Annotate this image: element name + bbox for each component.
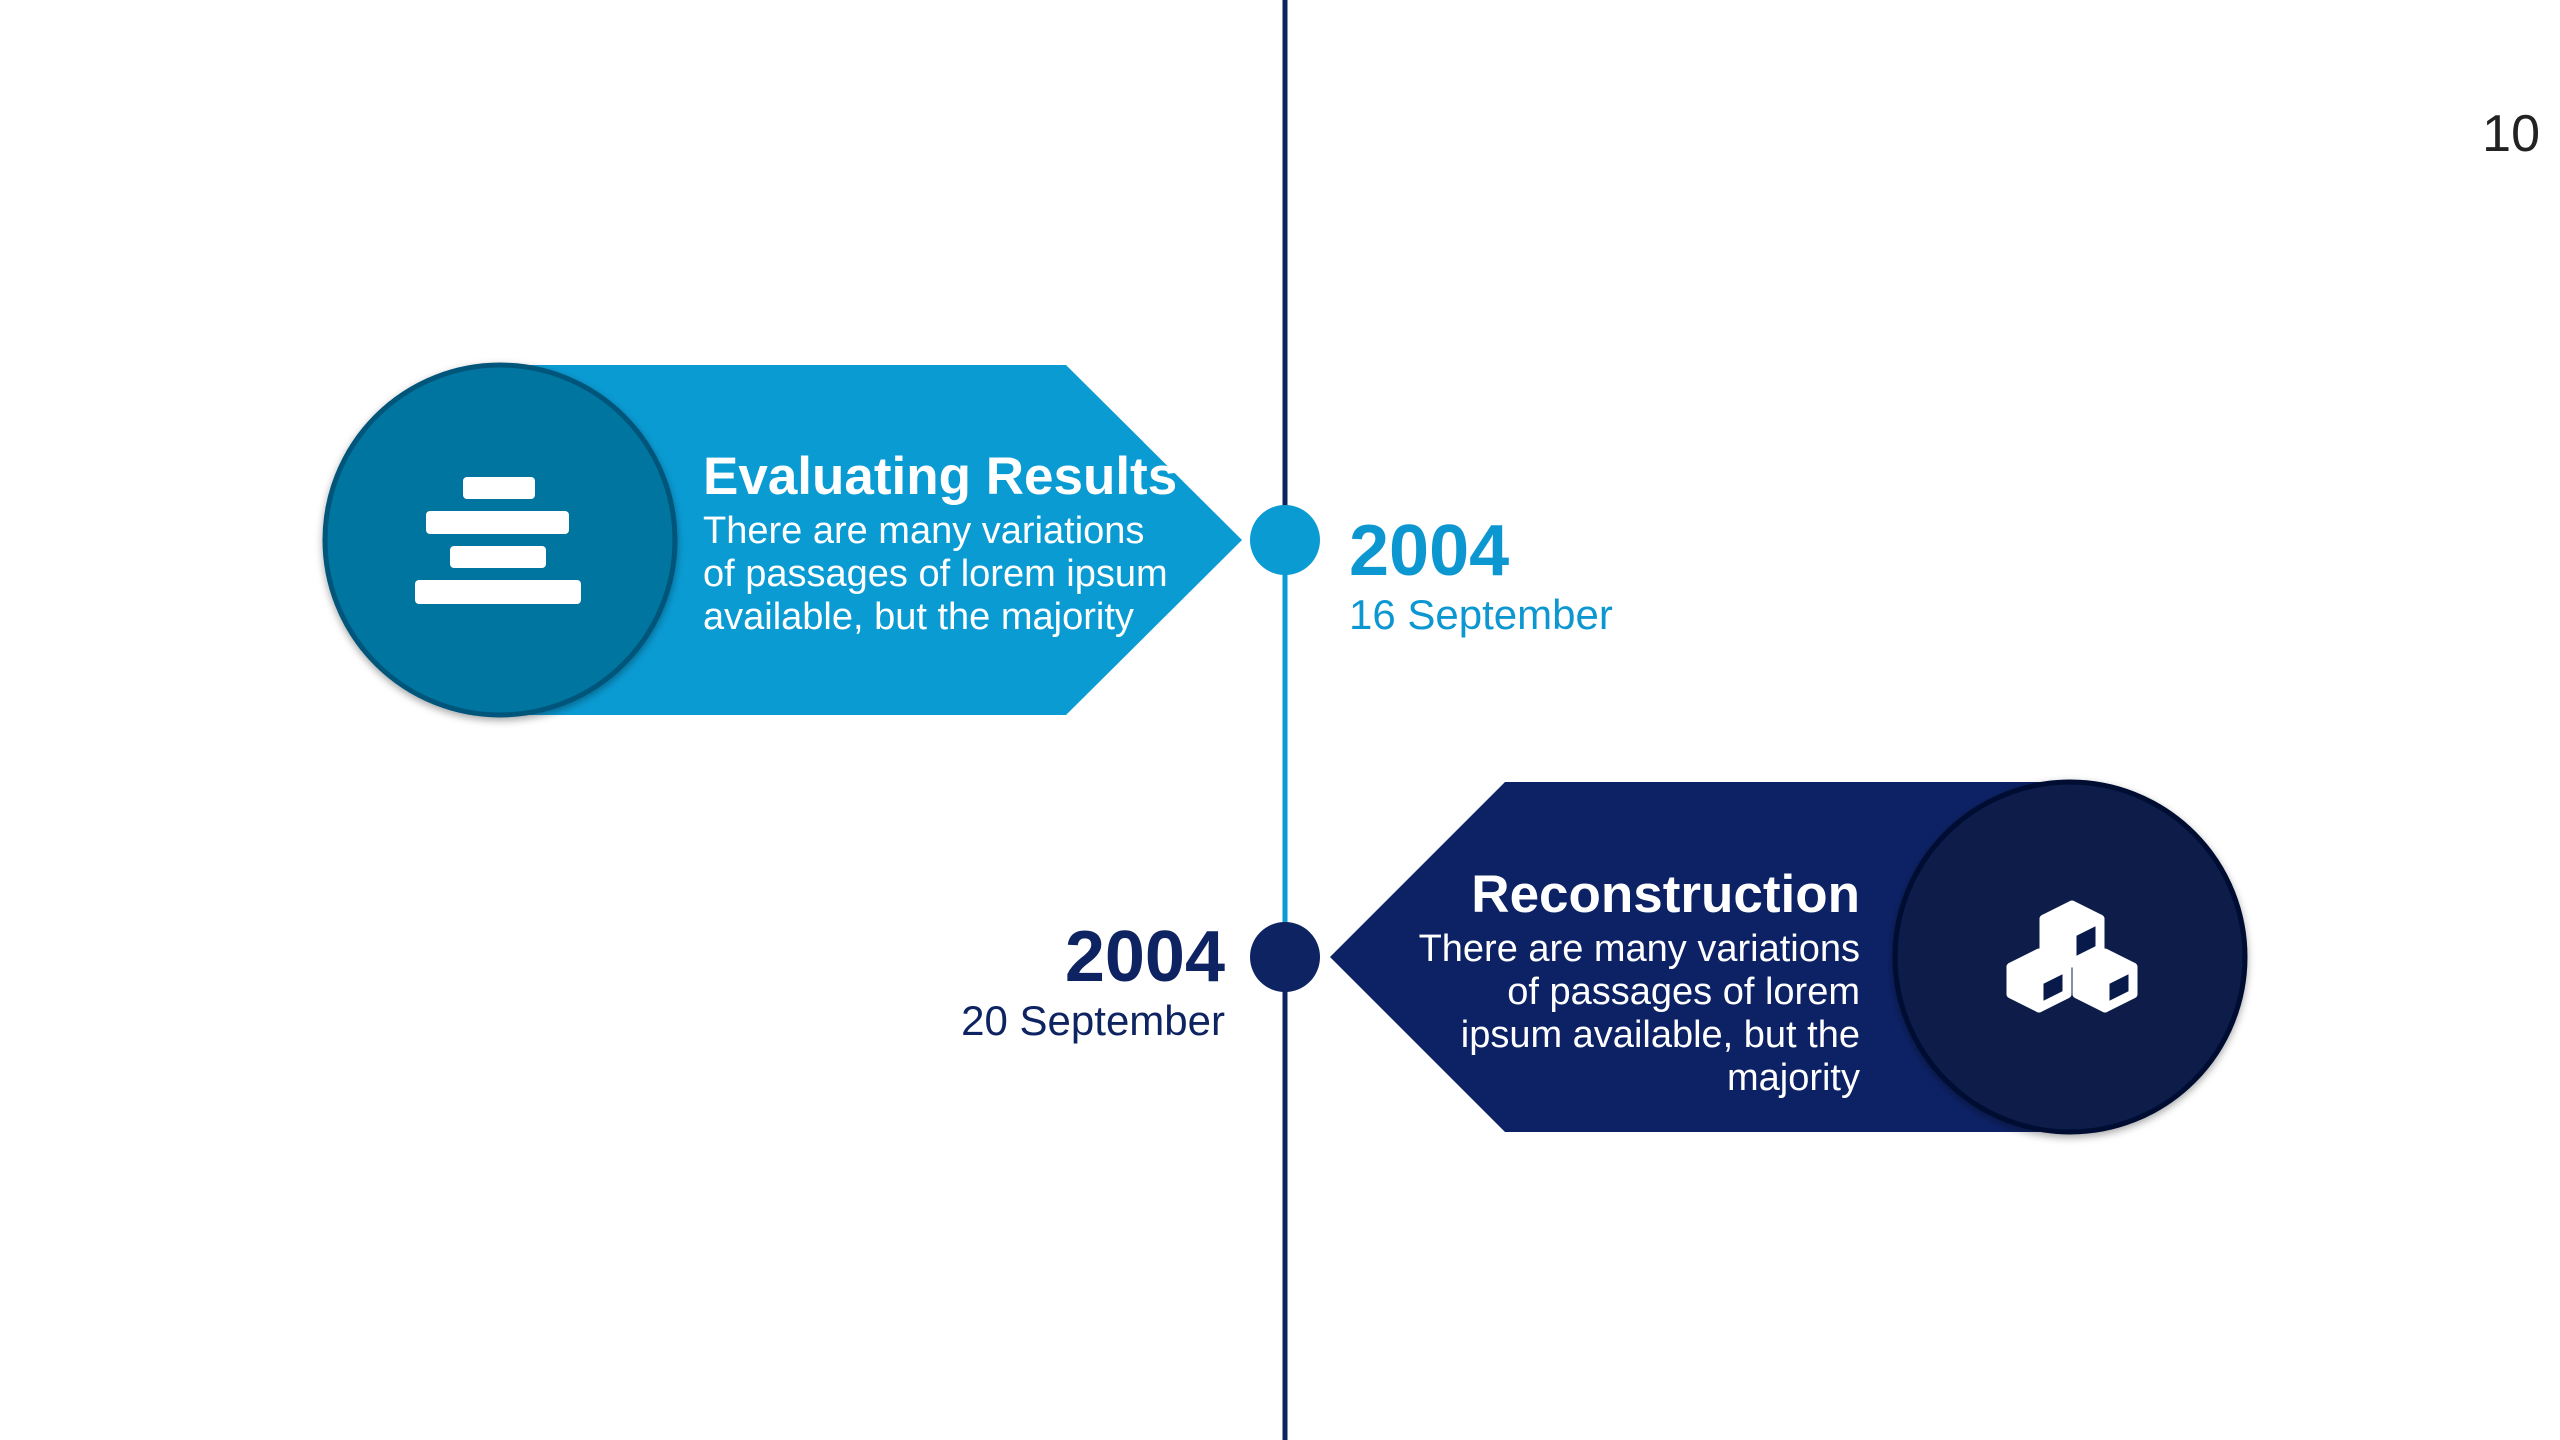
layered-bars-icon (415, 477, 581, 604)
card-description: There are many variations of passages of… (703, 510, 1168, 638)
timeline-date-2: 2004 20 September (900, 918, 1225, 1046)
timeline-node-2 (1250, 922, 1320, 992)
card-evaluating-circle (322, 362, 678, 718)
cubes-icon (2006, 900, 2138, 1013)
card-evaluating-text: Evaluating Results There are many variat… (703, 446, 1223, 639)
page-number: 10 (2482, 105, 2540, 163)
timeline-node-1 (1250, 505, 1320, 575)
date-day: 16 September (1349, 591, 1613, 638)
card-title: Evaluating Results (703, 447, 1178, 506)
card-description: There are many variations of passages of… (1418, 928, 1860, 1099)
card-evaluating-arrow (500, 365, 1242, 715)
date-year: 2004 (1064, 917, 1225, 997)
card-reconstruction-arrow (1330, 782, 2070, 1132)
timeline-date-1: 2004 16 September (1349, 512, 1613, 640)
card-title: Reconstruction (1471, 865, 1860, 924)
date-day: 20 September (961, 997, 1225, 1044)
card-reconstruction-text: Reconstruction There are many variations… (1400, 864, 1860, 1100)
date-year: 2004 (1349, 511, 1510, 591)
